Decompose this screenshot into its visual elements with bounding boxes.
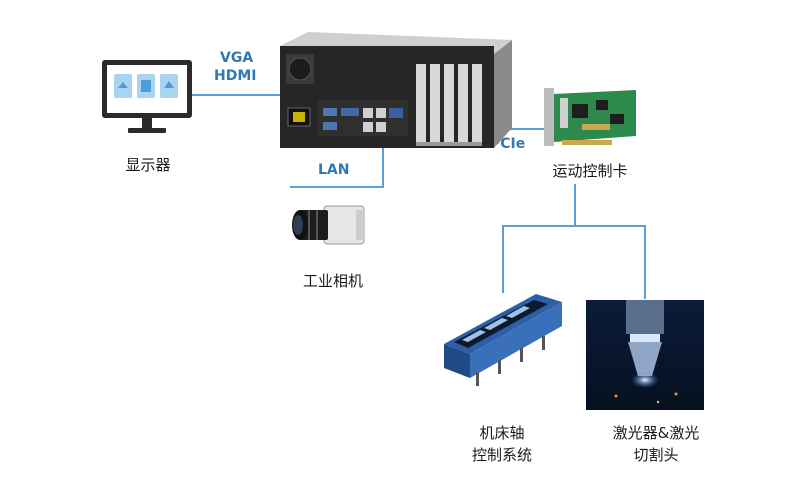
pcie-card-icon [544, 88, 636, 146]
camera-label: 工业相机 [302, 272, 363, 290]
motion-card-label: 运动控制卡 [552, 162, 628, 180]
laser-node [586, 300, 704, 410]
monitor-pc-connector [192, 94, 318, 96]
laser-head-icon [586, 300, 704, 410]
pc-camera-connector-h [290, 186, 384, 188]
machine-axis-node [440, 288, 564, 390]
machine-axis-label-line1: 机床轴 [479, 424, 525, 442]
industrial-pc-icon [280, 32, 512, 148]
lan-label: LAN [318, 162, 350, 178]
hdmi-label: HDMI [214, 68, 257, 84]
motion-card-node [542, 84, 640, 152]
card-tree-bar [502, 225, 646, 227]
pc-card-connector [480, 128, 546, 130]
monitor-label: 显示器 [125, 156, 171, 174]
card-tree-stem [574, 184, 576, 226]
laser-label-line1: 激光器&激光 [612, 424, 700, 442]
laser-label-line2: 切割头 [633, 446, 679, 464]
monitor-icon [102, 60, 192, 133]
card-tree-left-drop [502, 225, 504, 293]
machine-axis-label-line2: 控制系统 [471, 446, 532, 464]
vga-label: VGA [220, 50, 254, 66]
camera-icon [292, 205, 365, 245]
industrial-pc-node [268, 28, 514, 156]
card-tree-right-drop [644, 225, 646, 299]
pc-camera-connector-v [382, 118, 384, 188]
monitor-node [100, 58, 200, 138]
machine-axis-icon [444, 294, 562, 386]
camera-node [286, 200, 370, 252]
